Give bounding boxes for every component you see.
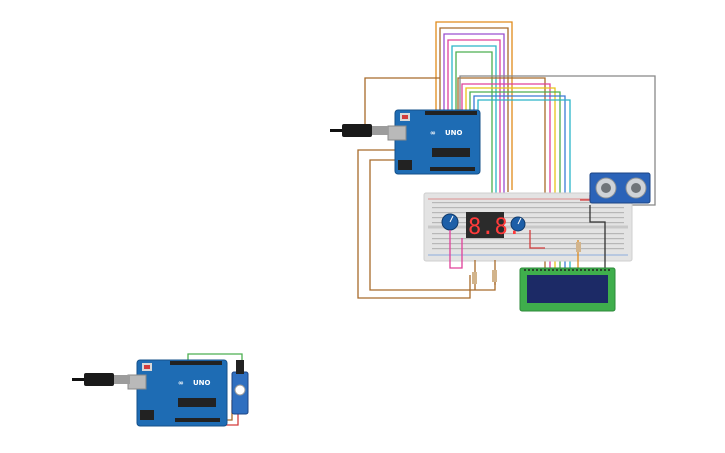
infinity-logo-small-icon: ∞	[178, 379, 184, 387]
servo-circuit: UNO ∞	[72, 353, 249, 427]
servo-motor[interactable]	[231, 360, 249, 415]
main-circuit: UNO ∞ 8.8.	[330, 21, 656, 312]
resistor-1[interactable]	[472, 272, 477, 284]
wire-bundle-top	[435, 21, 656, 268]
resistor-2[interactable]	[492, 270, 497, 282]
seven-segment-digits: 8.8.	[468, 215, 521, 240]
lcd-16x2[interactable]	[519, 267, 616, 312]
usb-cable-small	[72, 373, 130, 386]
ultrasonic-sensor[interactable]	[589, 172, 651, 204]
usb-cable-main	[330, 124, 388, 137]
arduino-uno-main[interactable]: UNO ∞	[387, 109, 481, 175]
breadboard-holes	[432, 202, 624, 250]
arduino-label: UNO	[445, 129, 463, 137]
arduino-uno-small[interactable]: UNO ∞	[127, 359, 228, 427]
infinity-logo-icon: ∞	[430, 129, 436, 137]
arduino-small-label: UNO	[193, 379, 211, 387]
seven-segment-display[interactable]: 8.8.	[466, 212, 521, 240]
resistor-3[interactable]	[576, 242, 581, 252]
